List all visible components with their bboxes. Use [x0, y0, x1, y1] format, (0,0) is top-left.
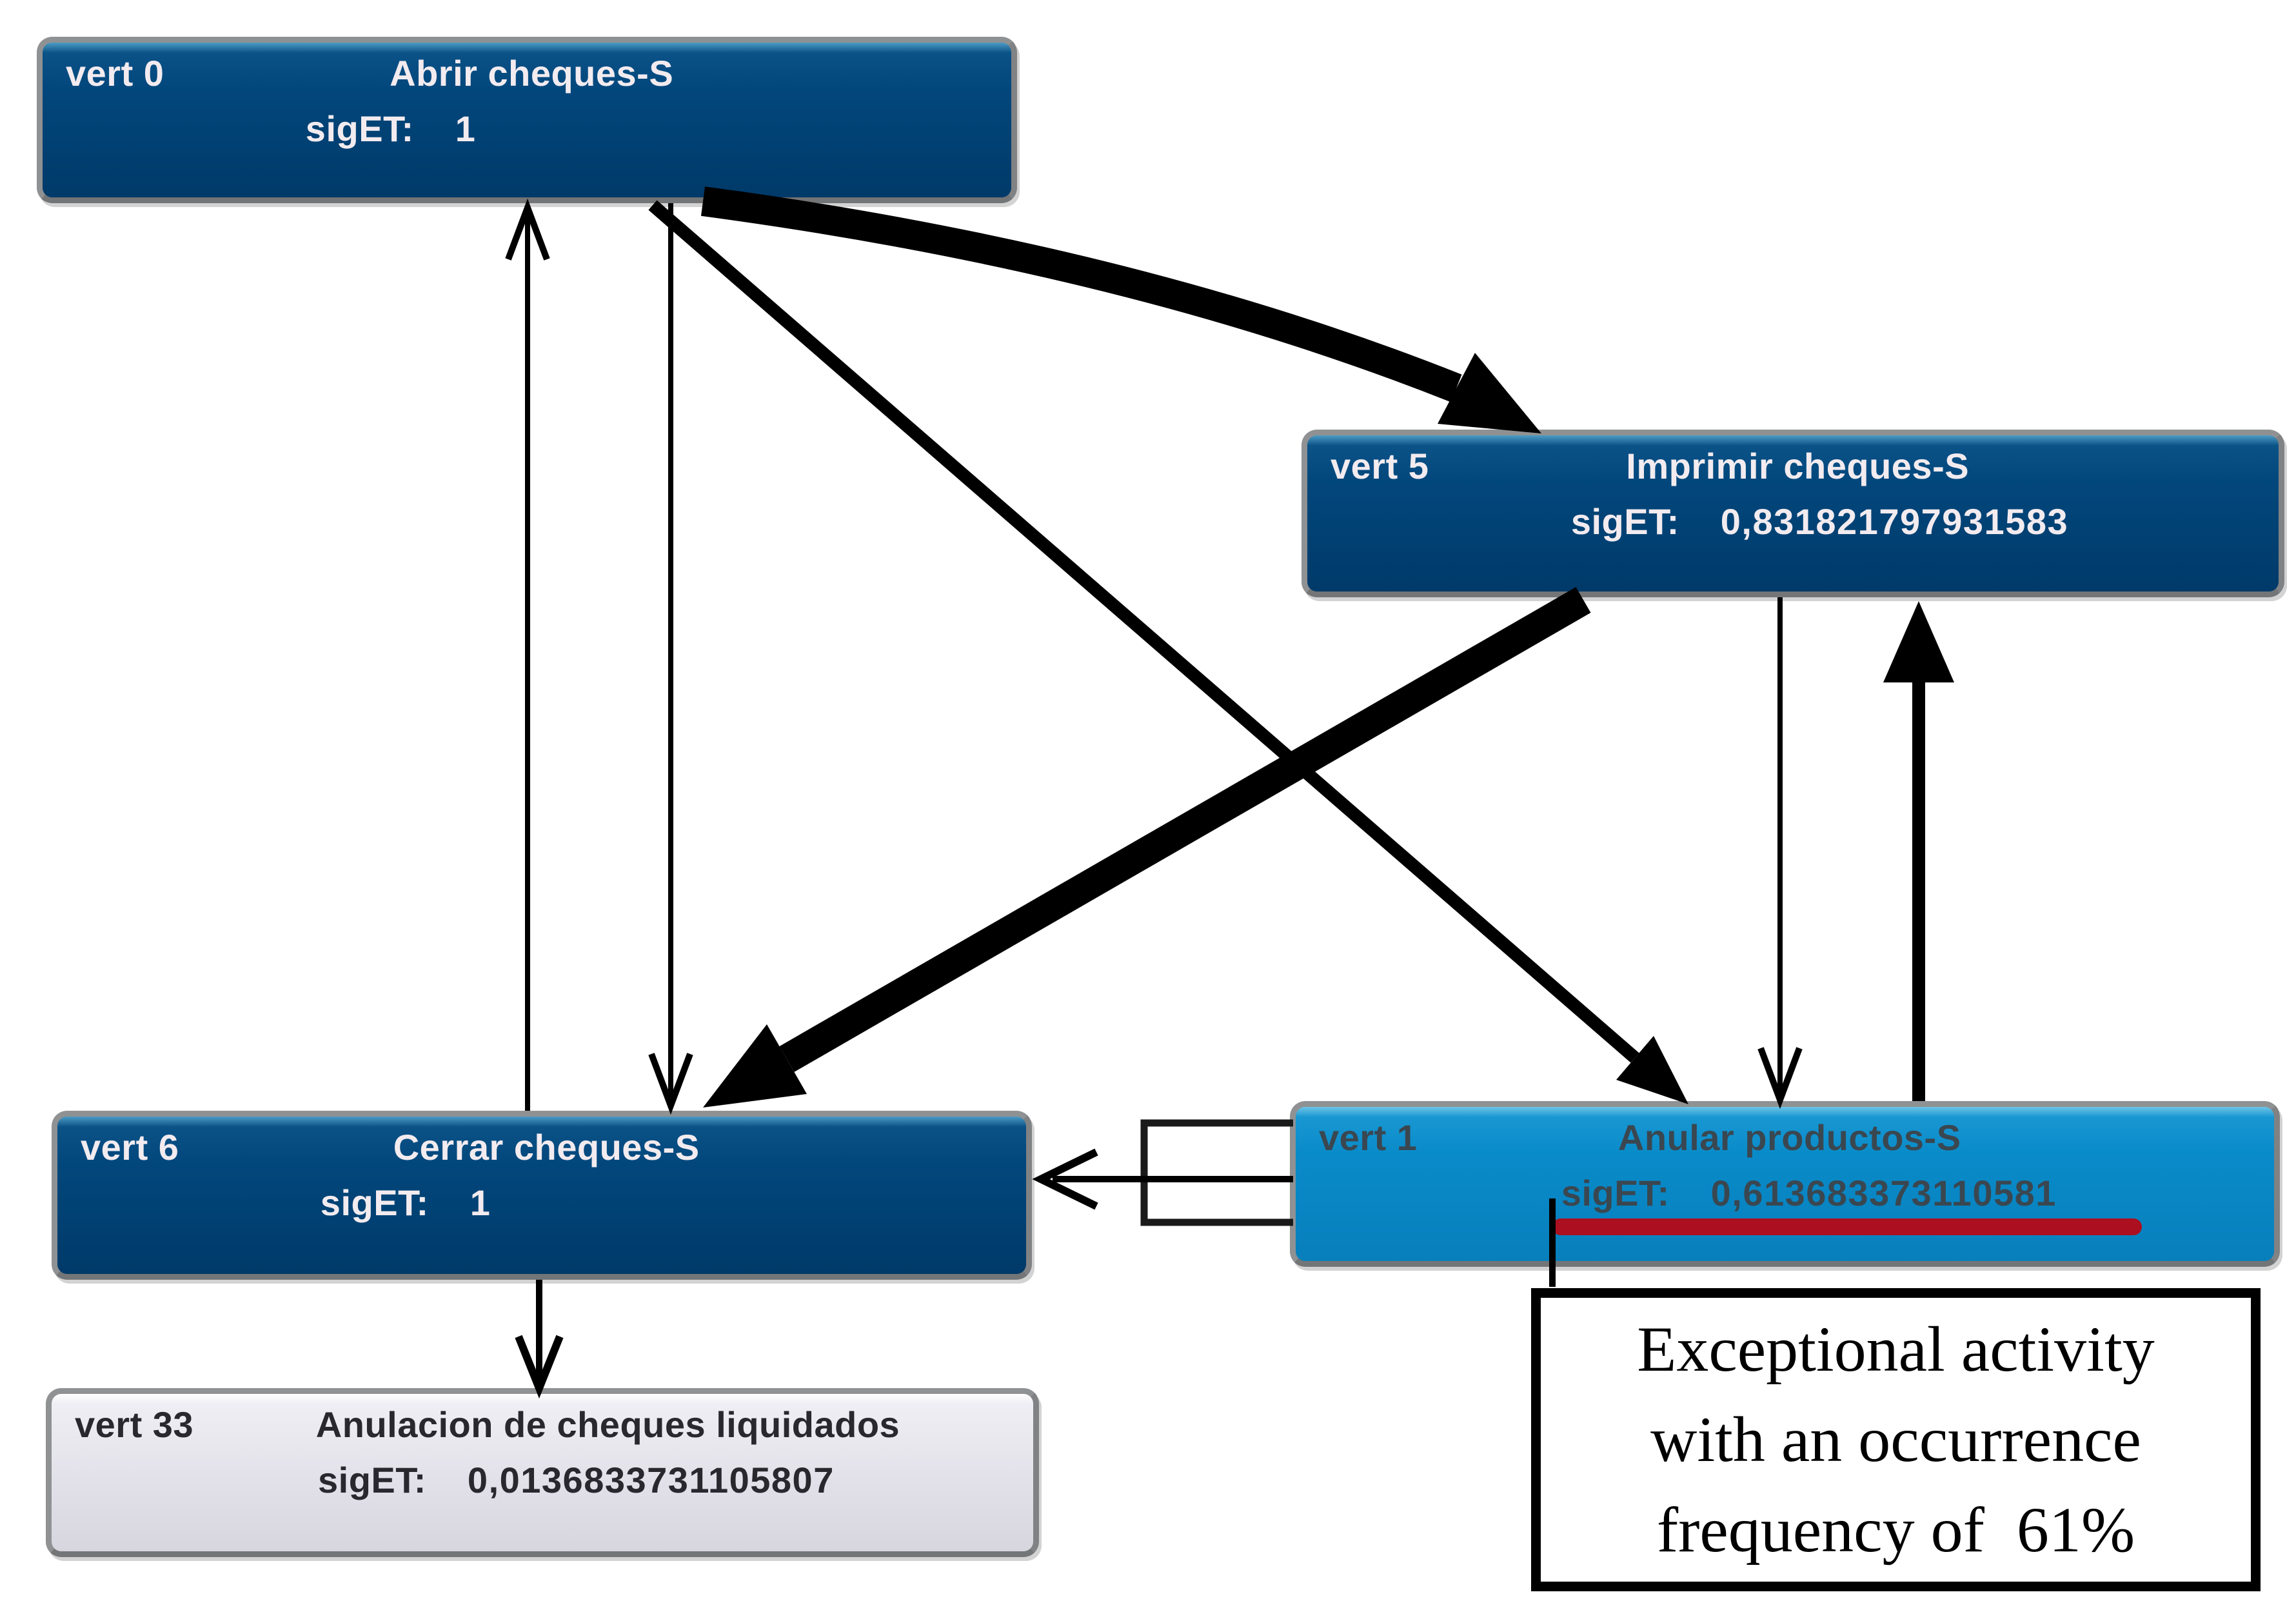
vertex-id: vert 0: [66, 53, 164, 94]
activity-name: Imprimir cheques-S: [1626, 446, 1970, 486]
sig-label: sigET:: [305, 108, 414, 149]
vertex-id: vert 33: [75, 1404, 194, 1445]
sig-label: sigET:: [318, 1460, 426, 1500]
edge-vert6-to-vert33: [515, 1280, 564, 1399]
node-vert5: vert 5 Imprimir cheques-S sigET: 0,83182…: [1301, 430, 2284, 597]
node-vert6: vert 6 Cerrar cheques-S sigET: 1: [52, 1111, 1032, 1280]
node-sig-row: sigET: 1: [66, 108, 988, 150]
node-sig-row: sigET: 0,831821797931583: [1331, 501, 2255, 542]
sig-value: 0,0136833731105807: [467, 1460, 835, 1500]
vertex-id: vert 5: [1331, 446, 1429, 486]
node-vert33: vert 33 Anulacion de cheques liquidados …: [46, 1388, 1039, 1557]
annotation-callout: Exceptional activity with an occurrence …: [1531, 1288, 2261, 1591]
edge-vert0-to-vert6: [648, 203, 693, 1115]
node-title-row: vert 5 Imprimir cheques-S: [1331, 446, 2255, 487]
sig-value: 0,613683373110581: [1710, 1173, 2057, 1213]
edge-vert0-to-vert5: [700, 186, 1541, 433]
edge-vert0-to-vert1: [648, 200, 1688, 1104]
annotation-line: frequency of 61%: [1656, 1494, 2135, 1565]
vertex-id: vert 1: [1319, 1117, 1418, 1158]
node-title-row: vert 33 Anulacion de cheques liquidados: [75, 1404, 1010, 1446]
edge-vert6-to-vert0: [505, 198, 550, 1111]
sig-label: sigET:: [1570, 501, 1679, 542]
activity-name: Abrir cheques-S: [390, 53, 674, 94]
vertex-id: vert 6: [81, 1127, 179, 1168]
annotation-line: with an occurrence: [1650, 1404, 2141, 1475]
edge-vert5-to-vert1: [1757, 597, 1803, 1109]
edge-vert1-to-vert6: [1032, 1148, 1293, 1210]
sig-label: sigET:: [320, 1182, 429, 1223]
sig-value: 0,831821797931583: [1720, 501, 2069, 542]
annotation-line: Exceptional activity: [1637, 1313, 2155, 1385]
node-title-row: vert 0 Abrir cheques-S: [66, 53, 988, 94]
activity-name: Anulacion de cheques liquidados: [315, 1404, 900, 1445]
edge-vert5-to-vert6: [703, 587, 1591, 1108]
activity-name: Cerrar cheques-S: [393, 1127, 700, 1168]
node-sig-row: sigET: 0,0136833731105807: [75, 1460, 1010, 1501]
node-title-row: vert 6 Cerrar cheques-S: [81, 1127, 1003, 1168]
sig-label: sigET:: [1561, 1173, 1670, 1213]
edge-vert1-self-loop: [1140, 1119, 1293, 1226]
node-sig-row: sigET: 1: [81, 1182, 1003, 1224]
node-vert1: vert 1 Anular productos-S sigET: 0,61368…: [1290, 1101, 2280, 1267]
node-title-row: vert 1 Anular productos-S: [1319, 1117, 2251, 1158]
node-vert0: vert 0 Abrir cheques-S sigET: 1: [37, 37, 1017, 203]
node-sig-row: sigET: 0,613683373110581: [1319, 1173, 2251, 1214]
activity-name: Anular productos-S: [1618, 1117, 1961, 1158]
sig-value: 1: [455, 108, 477, 149]
edge-vert1-to-vert5: [1883, 601, 1954, 1101]
sig-value: 1: [470, 1182, 491, 1223]
